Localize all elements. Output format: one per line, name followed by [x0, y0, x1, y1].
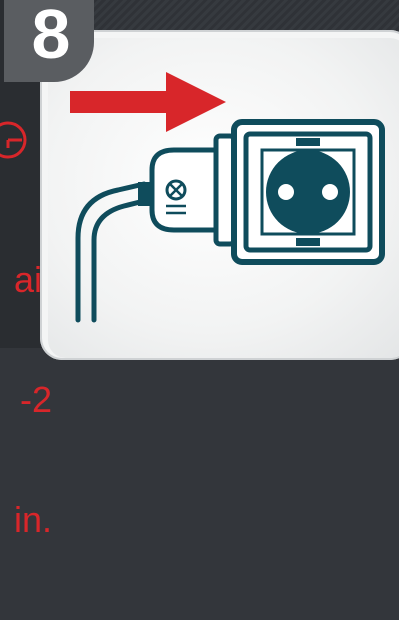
arrow-right-icon: [70, 72, 226, 132]
cable: [78, 184, 148, 320]
socket-icon: [234, 122, 382, 262]
wait-note-line-2: -2: [0, 380, 52, 420]
wait-note-line-3: in.: [0, 500, 52, 540]
plug-illustration: [48, 38, 399, 348]
clock-icon: [0, 118, 30, 162]
